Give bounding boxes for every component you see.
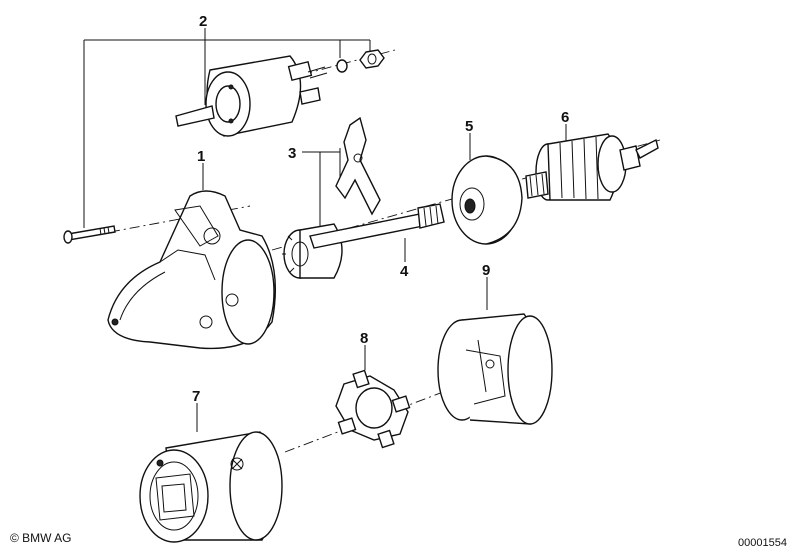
callout-labels: 1 2 3 4 5 6 7 8 9 (192, 13, 569, 405)
drive-end-housing (107, 190, 276, 350)
callout-1: 1 (197, 148, 205, 165)
brush-holder-plate (335, 369, 411, 449)
callout-9: 9 (482, 262, 490, 279)
pole-housing (437, 313, 553, 425)
callout-3: 3 (288, 145, 296, 162)
callout-7: 7 (192, 388, 200, 405)
copyright-notice: © BMW AG (10, 531, 72, 545)
leader-lines (83, 28, 567, 432)
through-bolt (63, 225, 116, 244)
drive-pinion-fork (282, 116, 381, 279)
diagram-reference-number: 00001554 (738, 537, 787, 549)
callout-8: 8 (360, 330, 368, 347)
solenoid-switch (175, 49, 385, 137)
callout-6: 6 (561, 109, 569, 126)
callout-4: 4 (400, 263, 409, 280)
callout-5: 5 (465, 118, 473, 135)
field-housing (139, 431, 283, 543)
callout-2: 2 (199, 13, 207, 30)
drive-shaft (309, 203, 445, 249)
armature (525, 133, 659, 201)
commutator-end-shield (451, 155, 523, 245)
